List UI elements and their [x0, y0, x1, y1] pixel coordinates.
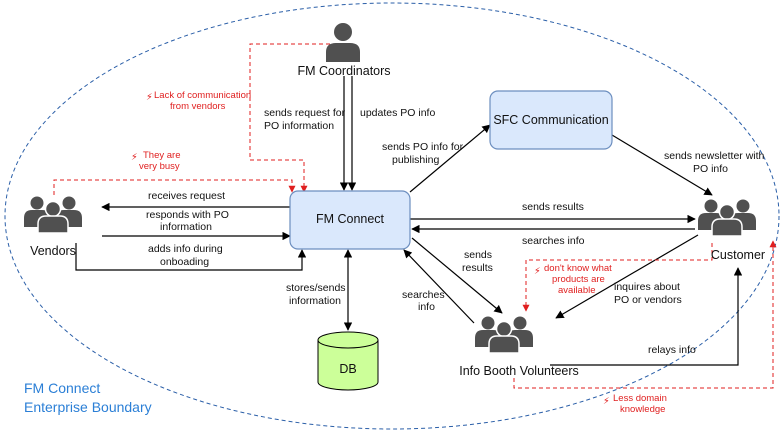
edge-label-publishing-2: publishing: [392, 154, 439, 166]
edge-label-responds-2: information: [160, 221, 212, 233]
customer-label: Customer: [711, 248, 765, 262]
fm-connect-process: [289, 190, 411, 250]
edge-label-sends-results-customer: sends results: [522, 201, 584, 213]
edge-label-stores-2: information: [289, 295, 341, 307]
edge-label-sends-request-2: PO information: [264, 120, 334, 132]
edge-adds-info: [75, 243, 307, 271]
edge-label-sends-results-booth-1: sends: [464, 249, 492, 261]
pain-label-dont-know-3: available: [558, 285, 596, 296]
edge-label-adds-info-1: adds info during: [148, 243, 223, 255]
edge-sends-results-booth: [411, 237, 503, 314]
edge-inquires: [555, 234, 699, 319]
edge-label-newsletter-2: PO info: [693, 163, 728, 175]
pain-label-lack-comm-2: from vendors: [170, 101, 226, 112]
edge-label-searches-booth-1: searches: [402, 289, 445, 301]
vendors-actor: [23, 195, 83, 234]
edge-label-updates-po: updates PO info: [360, 107, 435, 119]
vendors-label: Vendors: [30, 244, 76, 258]
sfc-communication-label: SFC Communication: [493, 113, 608, 127]
pain-very-busy-connector: [53, 179, 296, 195]
pain-dont-know-connector: [522, 243, 713, 312]
pain-label-less-domain-1: Less domain: [613, 393, 667, 404]
pain-label-busy-1: They are: [143, 150, 181, 161]
edge-label-inquires-2: PO or vendors: [614, 294, 682, 306]
bolt-icon: ⚡: [146, 92, 153, 103]
db-label: DB: [339, 362, 356, 376]
db-datastore: [317, 331, 379, 391]
bolt-icon: ⚡: [603, 396, 610, 407]
edge-label-searches-booth-2: info: [418, 301, 435, 313]
bolt-icon: ⚡: [131, 152, 138, 163]
boundary-label-line1: FM Connect: [24, 380, 100, 396]
fm-coordinators-label: FM Coordinators: [297, 64, 390, 78]
edge-label-adds-info-2: onboading: [160, 256, 209, 268]
edge-label-newsletter-1: sends newsletter with: [664, 150, 765, 162]
edge-searches-info-booth: [403, 249, 475, 324]
edge-label-relays: relays info: [648, 344, 696, 356]
fm-coordinators-actor: [326, 23, 360, 62]
edge-label-searches-info-customer: searches info: [522, 235, 585, 247]
edge-label-inquires-1: inquires about: [614, 281, 680, 293]
edge-label-responds-1: responds with PO: [146, 209, 229, 221]
edge-label-publishing-1: sends PO info for: [382, 141, 464, 153]
pain-label-less-domain-2: knowledge: [620, 404, 665, 415]
edge-label-stores-1: stores/sends: [286, 282, 346, 294]
edge-newsletter: [611, 134, 713, 196]
pain-label-lack-comm-1: Lack of communication: [154, 90, 251, 101]
bolt-icon: ⚡: [534, 266, 541, 277]
edge-label-sends-results-booth-2: results: [462, 262, 493, 274]
edge-label-sends-request-1: sends request for: [264, 107, 346, 119]
info-booth-volunteers-actor: [474, 315, 534, 354]
pain-lack-comm-connector: [249, 43, 330, 193]
pain-label-dont-know-1: don't know what: [544, 263, 612, 274]
edge-relays: [550, 267, 743, 366]
pain-label-dont-know-2: products are: [552, 274, 605, 285]
boundary-label-line2: Enterprise Boundary: [24, 399, 152, 415]
customer-actor: [697, 198, 757, 237]
pain-label-busy-2: very busy: [139, 161, 180, 172]
sfc-communication-process: [489, 90, 613, 150]
fm-connect-label: FM Connect: [316, 212, 385, 226]
enterprise-boundary: [4, 2, 780, 430]
edge-sends-po-publishing: [409, 124, 491, 193]
info-booth-label: Info Booth Volunteers: [459, 364, 579, 378]
edge-label-receives-request: receives request: [148, 190, 225, 202]
